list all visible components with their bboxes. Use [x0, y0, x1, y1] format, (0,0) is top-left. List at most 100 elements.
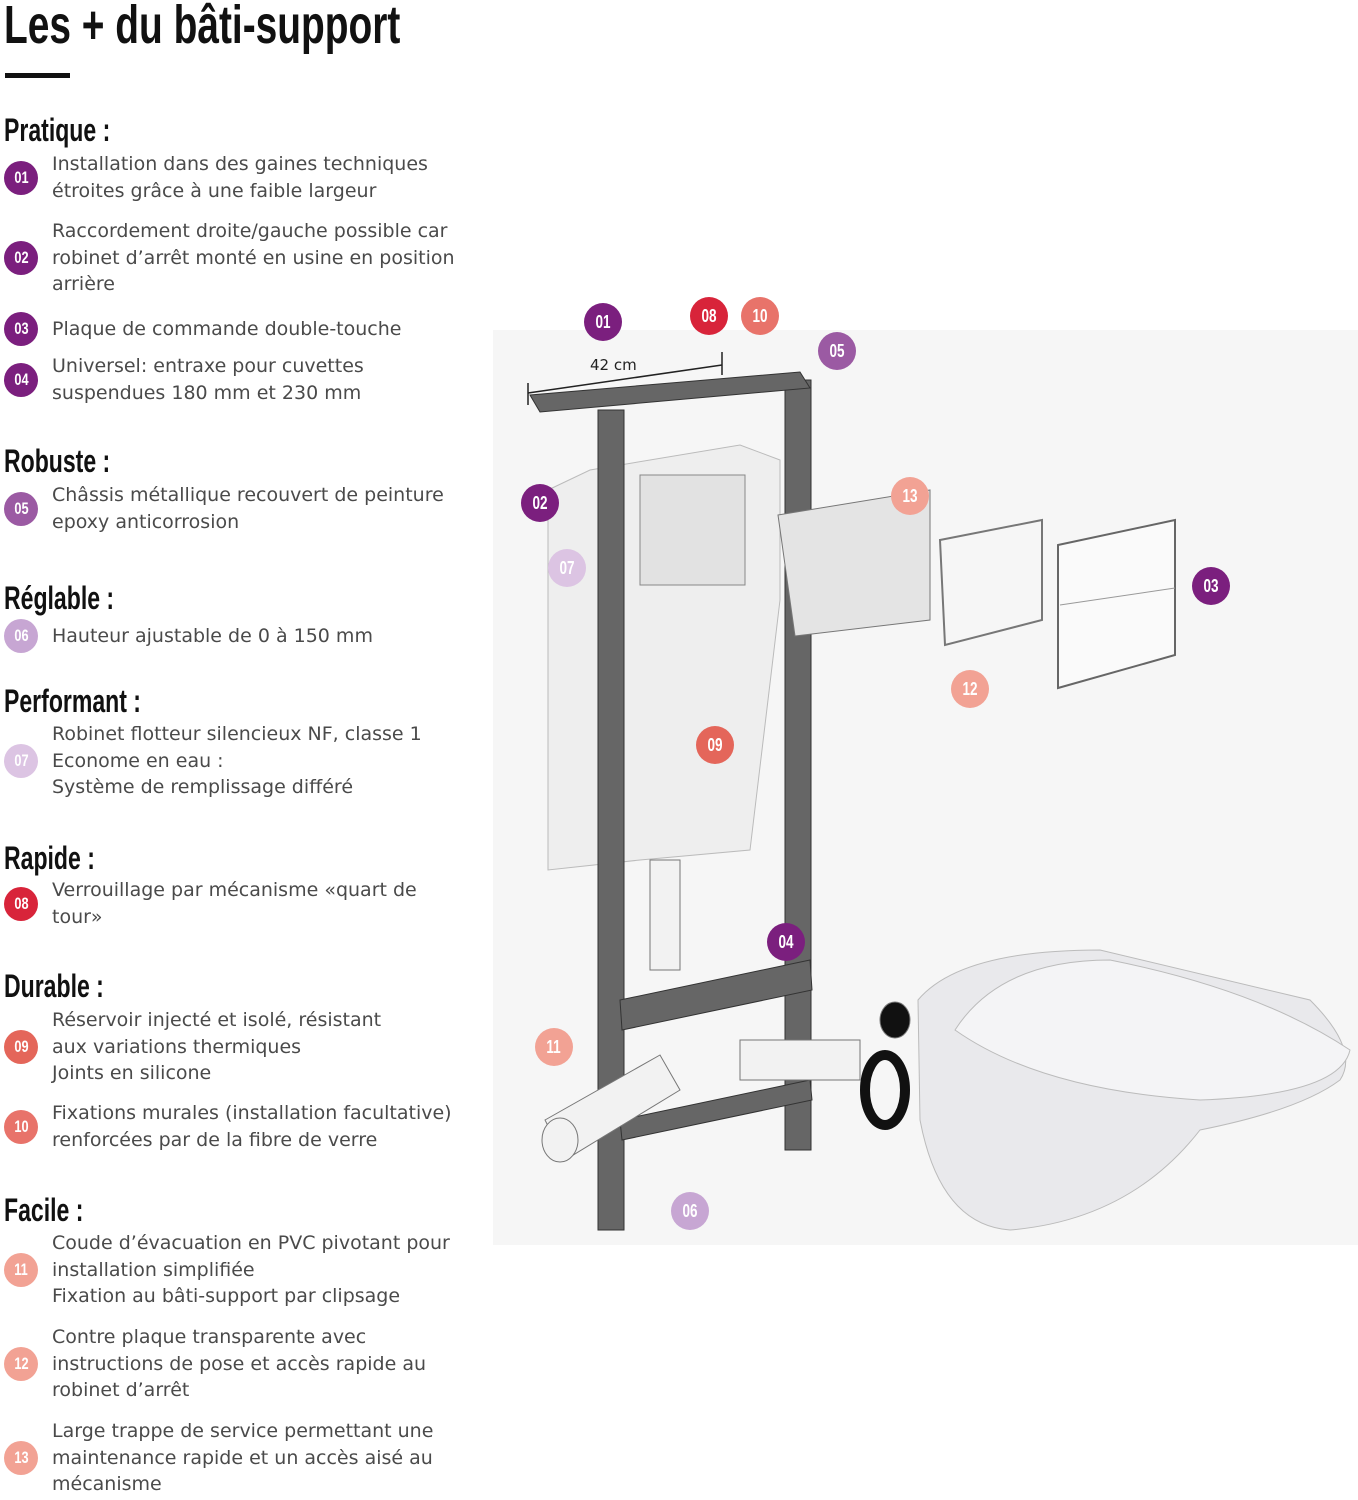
number-badge: 13 [4, 1440, 38, 1475]
callout-number: 10 [752, 305, 768, 326]
callout-number: 11 [546, 1036, 562, 1057]
diagram-callout-badge: 05 [818, 332, 856, 370]
feature-item: 08 Verrouillage par mécanisme «quart de to… [4, 877, 474, 930]
feature-text-line: aux variations thermiques [52, 1035, 302, 1058]
feature-text: Châssis métallique recouvert de peinture… [52, 482, 444, 535]
diagram-callout-badge: 02 [521, 484, 559, 522]
callout-number: 08 [701, 305, 717, 326]
number-badge: 11 [4, 1252, 38, 1287]
feature-item: 11 Coude d’évacuation en PVC pivotant pou… [4, 1230, 474, 1310]
feature-text-line: Robinet flotteur silencieux NF, classe 1 [52, 723, 422, 745]
feature-text-line: Installation dans des gaines techniques [52, 153, 428, 175]
feature-item: 09 Réservoir injecté et isolé, résistant a… [4, 1007, 474, 1087]
badge-number: 01 [13, 167, 29, 187]
diagram-callout-badge: 03 [1192, 567, 1230, 605]
callout-number: 04 [778, 931, 794, 952]
number-badge: 12 [4, 1346, 38, 1381]
feature-text: Installation dans des gaines techniques é… [52, 151, 428, 204]
feature-item: 02 Raccordement droite/gauche possible ca… [4, 218, 474, 298]
feature-text-line: installation simplifiée [52, 1258, 255, 1281]
badge-number: 05 [13, 498, 29, 518]
badge-number: 13 [13, 1447, 29, 1467]
feature-text-line: Fixations murales (installation facultat… [52, 1102, 452, 1124]
feature-text-line: robinet d’arrêt monté en usine en positi… [52, 246, 455, 269]
number-badge: 09 [4, 1029, 38, 1064]
callout-number: 13 [902, 485, 918, 506]
section-heading: Durable : [4, 968, 104, 1004]
feature-item: 05 Châssis métallique recouvert de peintu… [4, 482, 474, 535]
diagram-callout-badge: 10 [741, 297, 779, 335]
diagram-callout-badge: 08 [690, 297, 728, 335]
feature-text: Réservoir injecté et isolé, résistant aux… [52, 1007, 381, 1087]
feature-text-line: Coude d’évacuation en PVC pivotant pour [52, 1232, 450, 1254]
diagram-callout-badge: 12 [951, 670, 989, 708]
wall-hung-toilet [917, 949, 1351, 1231]
number-badge: 03 [4, 312, 38, 346]
badge-number: 07 [13, 750, 29, 770]
callout-number: 07 [559, 557, 575, 578]
feature-text-line: robinet d’arrêt [52, 1379, 190, 1401]
callout-number: 03 [1203, 575, 1219, 596]
diagram-callout-badge: 04 [767, 923, 805, 961]
feature-text: Hauteur ajustable de 0 à 150 mm [52, 623, 373, 650]
feature-text-line: instructions de pose et accès rapide au [52, 1352, 427, 1375]
feature-item: 07 Robinet flotteur silencieux NF, classe… [4, 721, 474, 801]
feature-item: 04 Universel: entraxe pour cuvettes suspen… [4, 353, 474, 406]
diagram-callout-badge: 07 [548, 549, 586, 587]
feature-text-line: renforcées par de la fibre de verre [52, 1128, 378, 1151]
diagram-callout-badge: 13 [891, 477, 929, 515]
number-badge: 10 [4, 1109, 38, 1144]
feature-text: Universel: entraxe pour cuvettes suspendu… [52, 353, 364, 406]
number-badge: 08 [4, 886, 38, 921]
section-heading: Pratique : [4, 112, 111, 148]
feature-text: Verrouillage par mécanisme «quart de tour… [52, 877, 417, 930]
feature-item: 13 Large trappe de service permettant une… [4, 1418, 474, 1498]
number-badge: 01 [4, 160, 38, 195]
feature-text-line: Verrouillage par mécanisme «quart de [52, 879, 417, 901]
feature-text-line: tour» [52, 905, 103, 928]
badge-number: 09 [13, 1036, 29, 1056]
feature-item: 06 Hauteur ajustable de 0 à 150 mm [4, 619, 474, 653]
feature-text-line: epoxy anticorrosion [52, 510, 240, 533]
badge-number: 10 [13, 1116, 29, 1136]
drain-pipes [541, 859, 911, 1163]
section-heading: Rapide : [4, 840, 95, 876]
feature-item: 01 Installation dans des gaines technique… [4, 151, 474, 204]
feature-text-line: Universel: entraxe pour cuvettes [52, 355, 364, 377]
callout-number: 01 [595, 311, 611, 332]
badge-number: 02 [13, 247, 29, 267]
section-heading: Facile : [4, 1192, 84, 1228]
badge-number: 08 [13, 893, 29, 913]
feature-text-line: Châssis métallique recouvert de peinture [52, 484, 444, 506]
feature-text-line: Large trappe de service permettant une [52, 1420, 434, 1442]
cistern-tank [547, 444, 781, 871]
feature-text-line: Système de remplissage différé [52, 776, 354, 798]
width-dimension [527, 352, 723, 405]
section-heading: Réglable : [4, 580, 115, 616]
callout-number: 05 [829, 340, 845, 361]
section-heading: Robuste : [4, 443, 111, 479]
badge-number: 12 [13, 1353, 29, 1373]
callout-number: 06 [682, 1200, 698, 1221]
badge-number: 06 [13, 626, 29, 645]
number-badge: 04 [4, 362, 38, 397]
feature-text-line: arrière [52, 273, 115, 295]
feature-text-line: étroites grâce à une faible largeur [52, 179, 377, 202]
service-access-box [777, 489, 931, 637]
feature-text-line: Réservoir injecté et isolé, résistant [52, 1009, 382, 1031]
number-badge: 05 [4, 491, 38, 526]
feature-text-line: Raccordement droite/gauche possible car [52, 220, 448, 242]
feature-text: Fixations murales (installation facultat… [52, 1100, 452, 1153]
section-heading: Performant : [4, 683, 141, 719]
flush-control-plate [1057, 518, 1176, 690]
number-badge: 02 [4, 240, 38, 275]
callout-number: 12 [962, 678, 978, 699]
feature-item: 10 Fixations murales (installation facult… [4, 1100, 474, 1153]
feature-text-line: Joints en silicone [52, 1062, 212, 1084]
feature-text-line: suspendues 180 mm et 230 mm [52, 381, 362, 404]
number-badge: 07 [4, 743, 38, 778]
